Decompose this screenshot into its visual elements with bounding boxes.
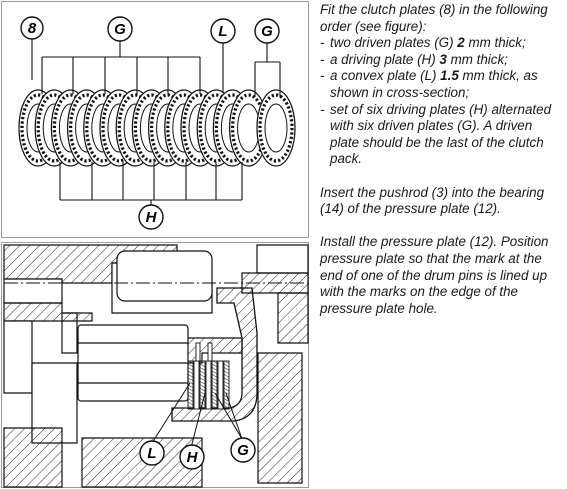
cross-section-leaders [151,382,243,449]
svg-text:8: 8 [28,20,37,37]
svg-text:G: G [237,442,249,459]
callout-8: 8 [20,16,44,40]
plate-thickness-value: 3 [439,51,447,67]
clutch-plate [229,89,269,167]
pressure-plate-section [171,287,258,422]
list-item: two driven plates (G) 2 mm thick; [320,35,564,52]
instruction-pressure-plate: Install the pressure plate (12). Positio… [320,234,549,316]
callout-leader-lines [31,39,281,206]
list-item: a driving plate (H) 3 mm thick; [320,52,564,69]
svg-text:L: L [147,445,156,462]
callout-g-section: G [230,437,256,463]
list-item: a convex plate (L) 1.5 mm thick, as show… [320,68,564,101]
assembly-instructions: Fit the clutch plates (8) in the followi… [320,2,564,317]
instruction-pushrod: Insert the pushrod (3) into the bearing … [320,184,545,217]
callout-g: G [107,16,133,42]
drum-housing [3,244,309,488]
clutch-plate [256,89,296,167]
plate-thickness-value: 2 [457,35,465,51]
instruction-intro: Fit the clutch plates (8) in the followi… [320,2,548,34]
list-item: set of six driving plates (H) alternated… [320,102,564,168]
clutch-plate-stack [18,89,296,167]
svg-text:G: G [114,21,126,38]
clutch-cross-section-figure: L H G [1,242,309,488]
shaft [77,250,213,402]
callout-l: L [210,18,236,44]
callout-h-section: H [179,444,205,470]
plate-thickness-value: 1.5 [440,68,459,84]
clutch-plates-exploded-figure: 8 G L G H [1,1,309,238]
callout-l-section: L [139,440,165,466]
svg-text:H: H [146,209,158,226]
plate-pack [187,342,230,410]
callout-g-right: G [254,18,280,44]
svg-text:L: L [218,23,227,40]
clutch-plates-drawing: 8 G L G H [18,16,296,230]
svg-text:G: G [261,23,273,40]
plate-order-list: two driven plates (G) 2 mm thick; a driv… [320,35,564,168]
cross-section-drawing: L H G [3,244,309,488]
svg-text:H: H [187,449,199,466]
callout-h: H [138,204,164,230]
